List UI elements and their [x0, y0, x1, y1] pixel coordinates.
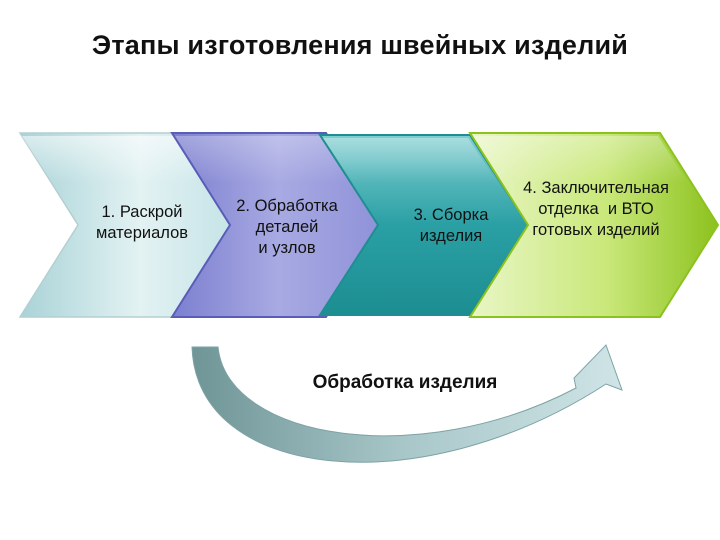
- stage-2-label: 2. Обработка деталей и узлов: [236, 197, 338, 257]
- page-title: Этапы изготовления швейных изделий: [91, 30, 629, 60]
- stage-2-chevron: [170, 132, 386, 318]
- stage-3-chevron: [318, 134, 530, 316]
- stage-4-label: 4. Заключительная отделка и ВТО готовых …: [523, 179, 669, 239]
- stage-1-label: 1. Раскрой материалов: [95, 203, 189, 242]
- stage-3-label: 3. Сборка изделия: [413, 206, 489, 245]
- stage-4-chevron: [468, 132, 720, 318]
- arrow-label: Обработка изделия: [312, 372, 498, 393]
- curved-arrow: [191, 344, 623, 463]
